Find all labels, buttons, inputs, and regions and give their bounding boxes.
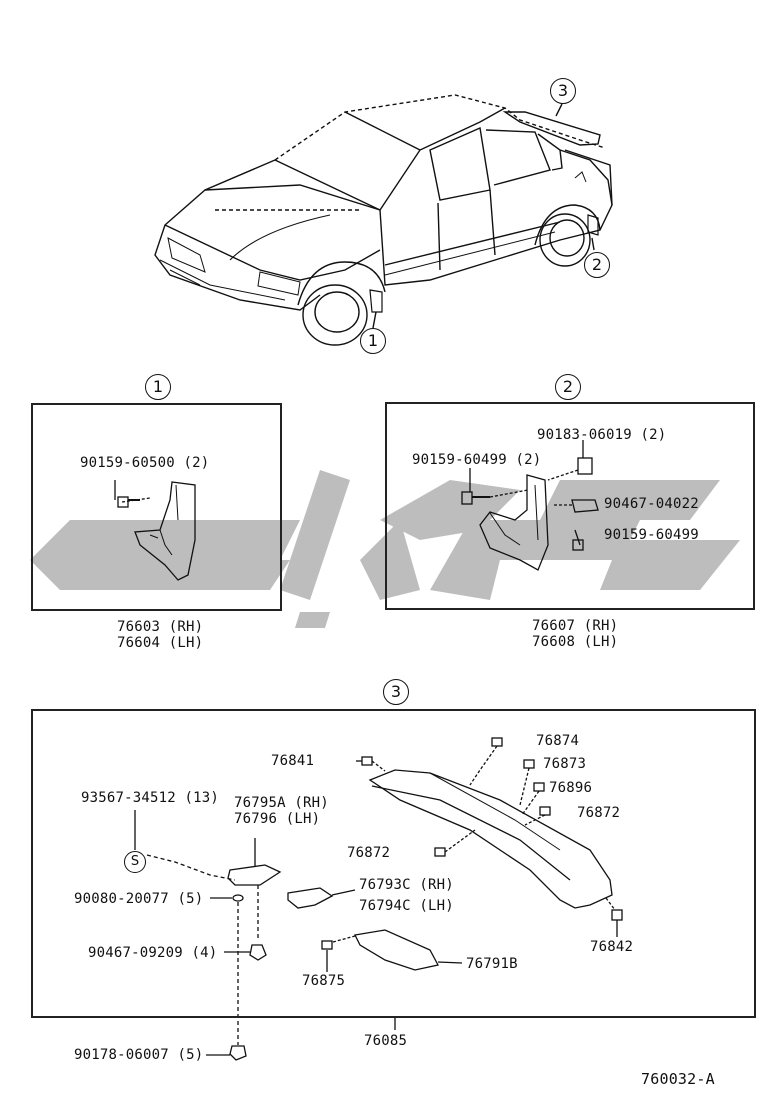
section3-box: [31, 709, 756, 1018]
section1-callout: 1: [145, 374, 171, 400]
label-76607-rh: 76607 (RH): [532, 618, 619, 634]
section1-callout-text: 1: [152, 377, 164, 396]
label-90080-20077: 90080-20077 (5): [74, 891, 204, 907]
section2-box: [385, 402, 755, 610]
section3-artwork: [134, 737, 623, 1061]
label-76604-lh: 76604 (LH): [117, 635, 204, 651]
label-90159-60499: 90159-60499: [604, 527, 699, 543]
section2-callout: 2: [555, 374, 581, 400]
section3-callout: 3: [383, 679, 409, 705]
section1-box: [31, 403, 282, 611]
label-90159-60500: 90159-60500 (2): [80, 455, 210, 471]
callout-1-car-text: 1: [367, 331, 379, 350]
watermark-logo: [30, 470, 740, 628]
car-illustration: [154, 94, 613, 346]
label-76841: 76841: [271, 753, 315, 769]
label-76875: 76875: [302, 973, 346, 989]
label-76796-lh: 76796 (LH): [234, 811, 321, 827]
label-76793c-rh: 76793C (RH): [359, 877, 454, 893]
label-76085: 76085: [364, 1033, 408, 1049]
label-90183-06019: 90183-06019 (2): [537, 427, 667, 443]
label-76896: 76896: [549, 780, 593, 796]
label-76794c-lh: 76794C (LH): [359, 898, 454, 914]
label-76791b: 76791B: [466, 956, 518, 972]
label-76795a-rh: 76795A (RH): [234, 795, 329, 811]
section3-callout-text: 3: [390, 682, 402, 701]
diagram-code: 760032-A: [641, 1070, 715, 1088]
callout-2-car-text: 2: [591, 255, 603, 274]
label-76872-left: 76872: [347, 845, 391, 861]
label-76842: 76842: [590, 939, 634, 955]
label-90178-06007: 90178-06007 (5): [74, 1047, 204, 1063]
sealer-symbol: S: [124, 851, 146, 873]
sealer-symbol-text: S: [130, 854, 140, 869]
callout-3-car: 3: [550, 78, 576, 104]
section2-artwork: [461, 440, 599, 571]
callout-3-car-text: 3: [557, 81, 569, 100]
label-76872-right: 76872: [577, 805, 621, 821]
label-76603-rh: 76603 (RH): [117, 619, 204, 635]
callout-2-car: 2: [584, 252, 610, 278]
label-76608-lh: 76608 (LH): [532, 634, 619, 650]
label-90467-09209: 90467-09209 (4): [88, 945, 218, 961]
label-76874: 76874: [536, 733, 580, 749]
label-93567-34512: 93567-34512 (13): [81, 790, 220, 806]
callout-1-car: 1: [360, 328, 386, 354]
section1-artwork: [114, 480, 196, 581]
label-90159-60499-2: 90159-60499 (2): [412, 452, 542, 468]
section2-callout-text: 2: [562, 377, 574, 396]
label-90467-04022: 90467-04022: [604, 496, 699, 512]
label-76873: 76873: [543, 756, 587, 772]
